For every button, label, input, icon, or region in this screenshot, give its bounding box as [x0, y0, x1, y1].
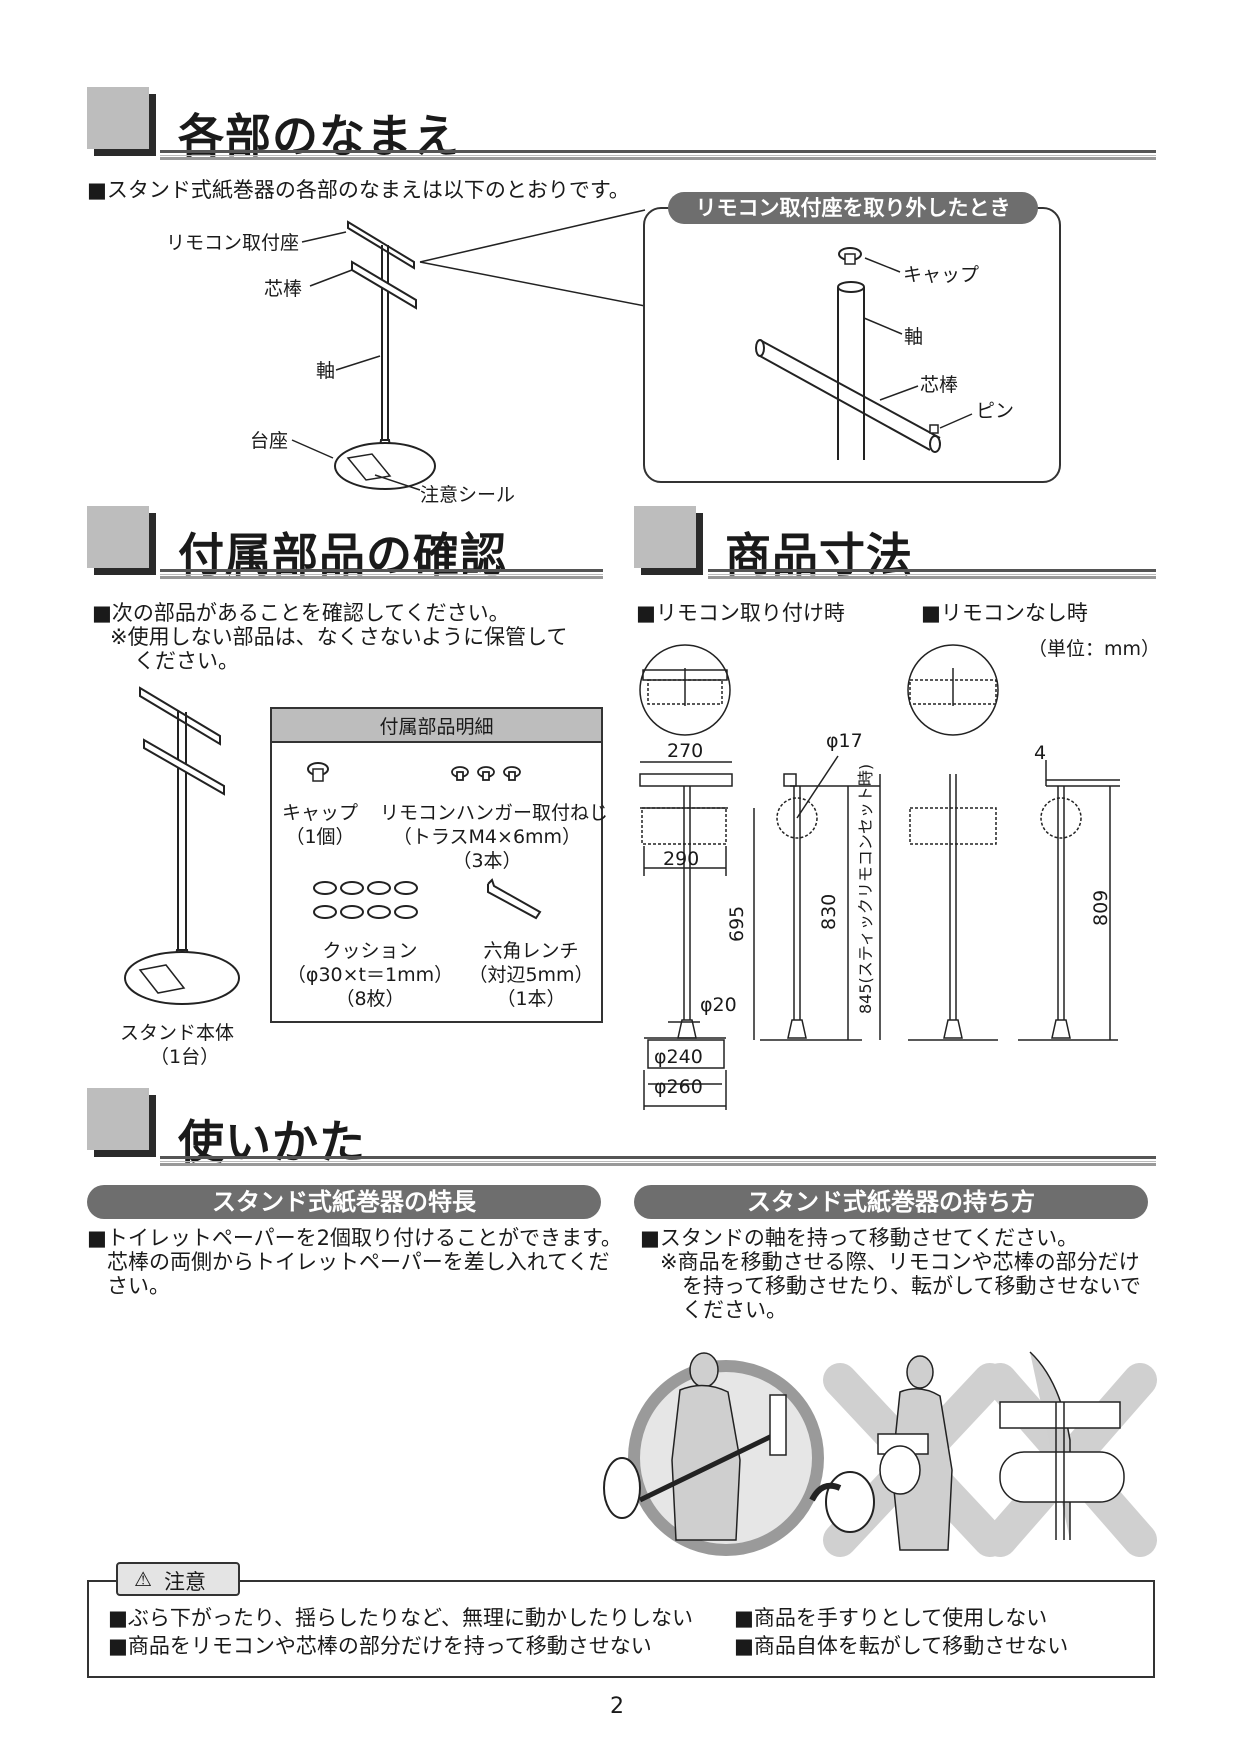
item-wrench-spec: （対辺5mm）	[468, 964, 594, 986]
item-cap-name: キャップ	[281, 802, 358, 824]
accessories-line1: ■次の部品があることを確認してください。	[92, 601, 510, 625]
label-remocon-mount: リモコン取付座	[166, 232, 300, 254]
caution-item-3: ■商品をリモコンや芯棒の部分だけを持って移動させない	[108, 1634, 652, 1658]
caution-item-2: ■商品を手すりとして使用しない	[734, 1606, 1048, 1630]
correct-carry-illustration	[603, 1352, 824, 1556]
features-line3: さい。	[107, 1274, 170, 1298]
item-cushion-spec: （φ30×t＝1mm）	[286, 964, 454, 986]
accessories-line2: ※使用しない部品は、なくさないように保管して	[110, 625, 568, 649]
label-shaft: 軸	[316, 360, 336, 382]
inset-label-core-rod: 芯棒	[920, 374, 959, 396]
section-rule	[160, 1156, 1156, 1166]
dim-phi20: φ20	[700, 994, 737, 1016]
label-base: 台座	[250, 430, 289, 452]
section-title-accessories: 付属部品の確認	[178, 528, 507, 582]
accessories-table-title: 付属部品明細	[270, 707, 603, 743]
caution-item-4: ■商品自体を転がして移動させない	[734, 1634, 1069, 1658]
page-number: 2	[610, 1694, 624, 1719]
inset-label-shaft: 軸	[904, 326, 924, 348]
features-pill: スタンド式紙巻器の特長	[87, 1185, 601, 1219]
dim-without-remote: ■リモコンなし時	[921, 601, 1088, 625]
section-marker	[87, 87, 149, 149]
stand-body-qty: （1台）	[150, 1046, 220, 1068]
accessories-table	[270, 707, 603, 1023]
item-screw-spec: （トラスM4×6mm）	[392, 826, 582, 848]
cushion-icon	[313, 881, 418, 919]
item-cushion-qty: （8枚）	[335, 988, 405, 1010]
inset-title: リモコン取付座を取り外したとき	[668, 192, 1038, 224]
item-wrench-qty: （1本）	[496, 988, 566, 1010]
dim-with-remote: ■リモコン取り付け時	[636, 601, 845, 625]
dim-phi17: φ17	[826, 730, 863, 752]
carry-pill: スタンド式紙巻器の持ち方	[634, 1185, 1148, 1219]
warning-triangle-icon: ⚠	[134, 1567, 152, 1591]
carry-line3: を持って移動させたり、転がして移動させないで	[682, 1274, 1141, 1298]
dim-unit: （単位：mm）	[1028, 638, 1161, 660]
dim-phi260: φ260	[654, 1076, 703, 1098]
item-wrench-name: 六角レンチ	[483, 940, 579, 962]
stand-body-label: スタンド本体	[120, 1022, 235, 1044]
inset-label-pin: ピン	[976, 400, 1015, 422]
section-marker	[87, 506, 149, 568]
cap-icon	[307, 762, 329, 782]
names-intro: ■スタンド式紙巻器の各部のなまえは以下のとおりです。	[87, 178, 630, 202]
section-title-names: 各部のなまえ	[178, 109, 460, 163]
caution-box	[87, 1580, 1155, 1678]
item-cushion-name: クッション	[322, 940, 418, 962]
section-rule	[160, 150, 1156, 160]
caution-label: 注意	[164, 1570, 206, 1594]
carry-line2: ※商品を移動させる際、リモコンや芯棒の部分だけ	[660, 1250, 1140, 1274]
features-line1: ■トイレットペーパーを2個取り付けることができます。	[87, 1226, 622, 1250]
dim-270: 270	[667, 740, 704, 762]
section-rule	[708, 569, 1156, 579]
accessories-line3: ください。	[134, 649, 239, 673]
section-title-dimensions: 商品寸法	[725, 528, 913, 582]
wrong-carry-illustration	[809, 1355, 1007, 1557]
dim-4: 4	[1034, 742, 1047, 764]
label-caution-seal: 注意シール	[420, 484, 516, 506]
features-line2: 芯棒の両側からトイレットペーパーを差し入れてくだ	[107, 1250, 610, 1274]
carry-line1: ■スタンドの軸を持って移動させてください。	[640, 1226, 1079, 1250]
section-title-usage: 使いかた	[178, 1115, 366, 1169]
screw-icon	[451, 766, 521, 781]
item-screw-qty: （3本）	[452, 850, 522, 872]
item-screw-name: リモコンハンガー取付ねじ	[380, 802, 609, 824]
section-marker	[87, 1088, 149, 1150]
label-core-rod: 芯棒	[264, 278, 303, 300]
hex-wrench-icon	[487, 878, 542, 920]
section-rule	[160, 569, 603, 579]
wrong-rolling-illustration	[983, 1351, 1157, 1557]
caution-item-1: ■ぶら下がったり、揺らしたりなど、無理に動かしたりしない	[108, 1606, 693, 1630]
inset-label-cap: キャップ	[903, 264, 980, 286]
dim-phi240: φ240	[654, 1046, 703, 1068]
item-cap-qty: （1個）	[285, 826, 355, 848]
carry-line4: ください。	[682, 1298, 787, 1322]
dim-290: 290	[663, 848, 700, 870]
caution-label-box	[116, 1562, 240, 1596]
section-marker	[634, 506, 696, 568]
